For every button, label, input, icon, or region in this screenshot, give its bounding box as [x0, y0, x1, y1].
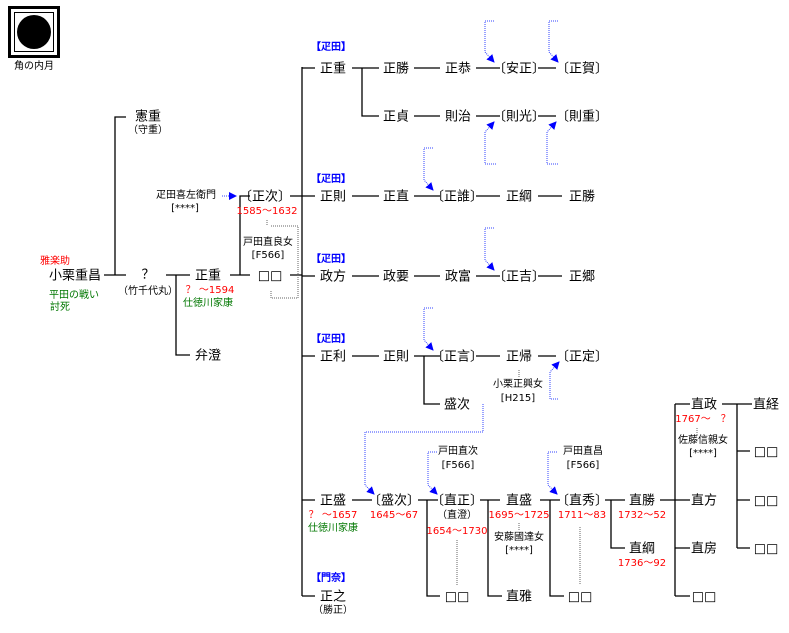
person-note: 仕徳川家康	[183, 298, 233, 309]
branch-label-hikita: 【疋田】	[311, 334, 351, 345]
person-naokata: 直方	[690, 493, 718, 509]
person-naohide: 〔直秀〕	[555, 493, 609, 509]
person-naomasa-ga: 直雅	[505, 589, 533, 605]
person-dates: 1654～1730	[426, 526, 488, 537]
root-note: 平田の戦い	[49, 290, 99, 301]
spouse: 佐藤信親女	[678, 435, 728, 446]
person-unnamed: □□	[444, 589, 470, 605]
person-naomasa2: 直政	[690, 397, 718, 413]
root-note: 討死	[50, 302, 70, 313]
person-norishige: 憲重	[134, 109, 162, 125]
tree-node: 正恭	[444, 61, 472, 77]
person-unnamed: □□	[567, 589, 593, 605]
person-oguri-shigemasa: 小栗重昌	[48, 268, 102, 284]
person-dates: 1585～1632	[236, 206, 298, 217]
tree-node: 正重	[319, 61, 347, 77]
person-masashige: 正重	[194, 268, 222, 284]
family-crest-icon	[8, 6, 60, 58]
tree-node: 政富	[444, 269, 472, 285]
tree-node: 正直	[382, 189, 410, 205]
family-code: [H215]	[500, 393, 536, 404]
tree-node: 正綱	[505, 189, 533, 205]
person-unnamed: □□	[753, 444, 779, 460]
tree-node: 正郷	[568, 269, 596, 285]
person-naofusa: 直房	[690, 541, 718, 557]
tree-node: 正則	[319, 189, 347, 205]
person-naomori: 直盛	[505, 493, 533, 509]
person-moritsugu: 〔盛次〕	[367, 493, 421, 509]
person-masayuki: 正之	[319, 589, 347, 605]
person-masatsugu: 〔正次〕	[238, 189, 292, 205]
tree-node: 正利	[319, 349, 347, 365]
person-naotsuna: 直綱	[628, 541, 656, 557]
person-naokatsu: 直勝	[628, 493, 656, 509]
spouse: 小栗正興女	[493, 379, 543, 390]
person-dates: ？ ～1594	[185, 285, 235, 296]
person-alias: （勝正）	[313, 605, 353, 616]
person-dates: 1736～92	[617, 558, 667, 569]
person-unnamed: □□	[753, 541, 779, 557]
person-dates: 1711～83	[557, 510, 607, 521]
adoptive-father: 疋田喜左衛門	[156, 190, 216, 201]
tree-node: 〔正誰〕	[430, 189, 484, 205]
person-unnamed: □□	[753, 493, 779, 509]
family-code: [****]	[689, 448, 717, 459]
family-code: [F566]	[566, 460, 600, 471]
person-dates: 1732～52	[617, 510, 667, 521]
family-code: [****]	[171, 203, 199, 214]
tree-node: 〔正言〕	[430, 349, 484, 365]
tree-node: 正則	[382, 349, 410, 365]
tree-node: 正貞	[382, 109, 410, 125]
tree-node: 盛次	[443, 397, 471, 413]
person-unnamed: □□	[691, 589, 717, 605]
person-masamori: 正盛	[319, 493, 347, 509]
person-dates: ？ ～1657	[308, 510, 358, 521]
person-alias: （竹千代丸）	[118, 286, 178, 297]
tree-node: 〔正賀〕	[555, 61, 609, 77]
branch-label-hikita: 【疋田】	[311, 254, 351, 265]
person-benchou: 弁澄	[194, 348, 222, 364]
adoptive-father: 戸田直昌	[563, 446, 603, 457]
family-code: [F566]	[441, 460, 475, 471]
tree-node: 則治	[444, 109, 472, 125]
tree-node: 〔則重〕	[555, 109, 609, 125]
branch-label-hikita: 【疋田】	[311, 174, 351, 185]
tree-node: 正勝	[382, 61, 410, 77]
tree-node: 〔正吉〕	[492, 269, 546, 285]
person-unknown: ？	[141, 267, 155, 283]
tree-node: 正勝	[568, 189, 596, 205]
tree-node: 〔正定〕	[555, 349, 609, 365]
tree-node: 〔安正〕	[492, 61, 546, 77]
person-alias: （直澄）	[437, 510, 477, 521]
adoptive-father: 戸田直次	[438, 446, 478, 457]
branch-label-monna: 【門奈】	[311, 573, 351, 584]
family-code: [****]	[505, 545, 533, 556]
tree-node: 政要	[382, 269, 410, 285]
tree-node: 〔則光〕	[492, 109, 546, 125]
family-code: [F566]	[251, 250, 285, 261]
tree-node: 政方	[319, 269, 347, 285]
person-note: 仕徳川家康	[308, 523, 358, 534]
spouse: 安藤國達女	[494, 532, 544, 543]
person-naomasa: 〔直正〕	[430, 493, 484, 509]
branch-label-hikita: 【疋田】	[311, 42, 351, 53]
person-dates: 1695～1725	[488, 510, 550, 521]
person-naotsune: 直経	[752, 397, 780, 413]
tree-node: 正帰	[505, 349, 533, 365]
person-unnamed: □□	[257, 268, 283, 284]
person-alias: （守重）	[128, 125, 168, 136]
crest-name: 角の内月	[14, 61, 54, 72]
person-dates: 1645～67	[369, 510, 419, 521]
spouse: 戸田直良女	[243, 237, 293, 248]
person-dates: 1767～ ？	[675, 414, 731, 425]
root-title: 雅楽助	[40, 256, 70, 267]
